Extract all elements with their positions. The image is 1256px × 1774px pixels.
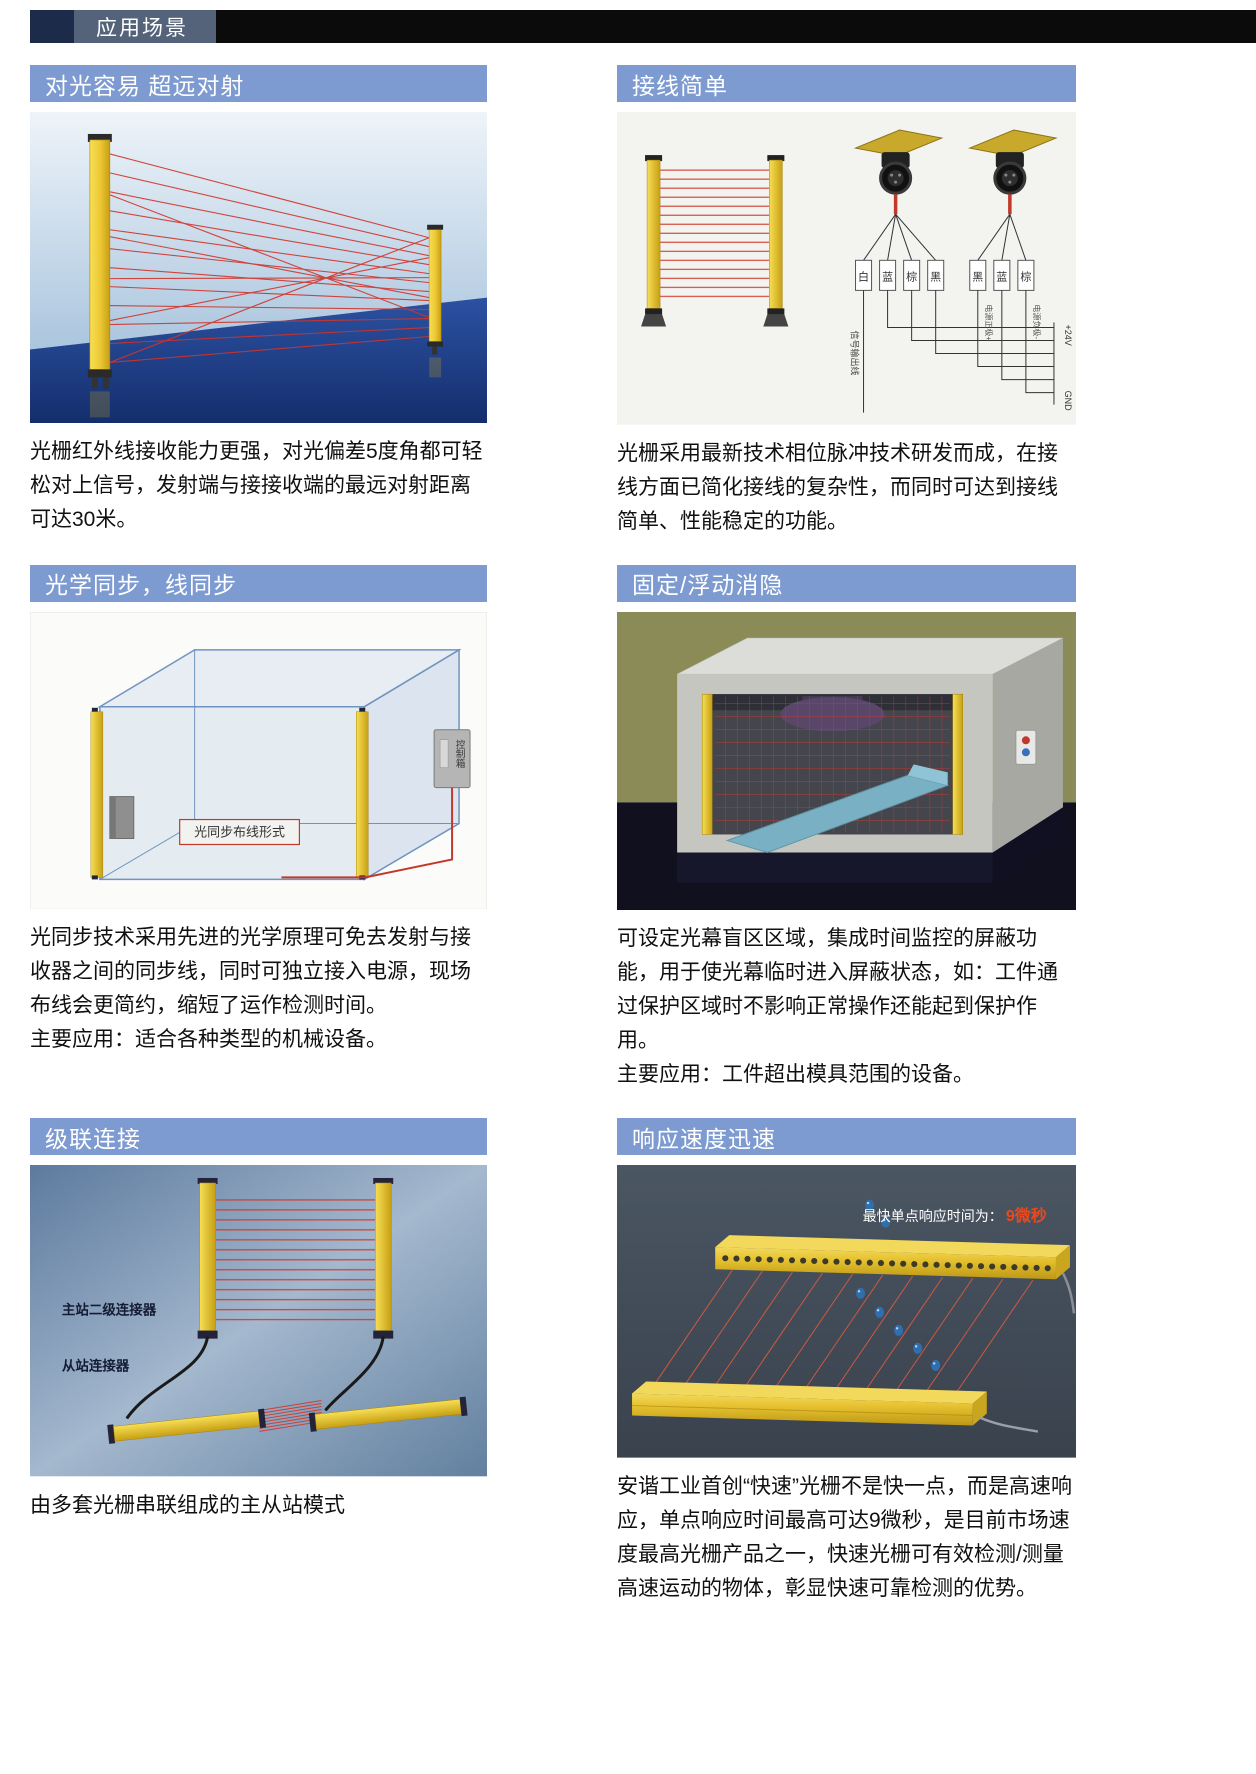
figure-fast-response: 最快单点响应时间为： 9微秒 <box>617 1165 1076 1459</box>
wire-label-black: 黑 <box>930 270 941 283</box>
figure-blanking <box>617 611 1076 911</box>
wire-fan-lines <box>863 213 1027 261</box>
response-beams <box>654 1270 1034 1395</box>
wiring-mode-label: 光同步布线形式 <box>179 818 301 845</box>
master-connector-label: 主站二级连接器 <box>62 1302 157 1318</box>
paragraph: 由多套光栅串联组成的主从站模式 <box>30 1493 345 1517</box>
paragraph: 主要应用：工件超出模具范围的设备。 <box>617 1063 974 1087</box>
curtain-bar-right <box>952 693 963 835</box>
section-fast-response: 响应速度迅速 <box>617 1118 1076 1606</box>
connector-photo-right <box>968 129 1058 215</box>
figure-optical-sync: 光同步布线形式 控制箱 <box>30 611 487 910</box>
signal-output-label: 信号输出线 <box>850 330 861 375</box>
slave-bar-left <box>107 1409 267 1445</box>
receiver-bar-bottom <box>632 1381 1039 1434</box>
wire-label-white: 白 <box>858 269 869 283</box>
rail-gnd-label: GND <box>1063 391 1073 412</box>
header-navy-block <box>30 10 74 43</box>
blanking-illustration <box>617 611 1076 911</box>
power-minus-label: 电源负极- <box>1032 304 1042 339</box>
vertical-pair-beams <box>215 1195 376 1322</box>
wire-label-blue: 蓝 <box>882 270 893 283</box>
section-title-long-range: 对光容易 超远对射 <box>30 65 487 102</box>
section-cascade: 级联连接 <box>30 1118 487 1606</box>
diagram-background <box>30 611 487 910</box>
power-plus-label: 电源正极+ <box>984 304 994 341</box>
response-time-value: 9微秒 <box>1006 1207 1047 1226</box>
water-droplets <box>856 1200 941 1372</box>
wiring-mode-label-text: 光同步布线形式 <box>194 824 285 839</box>
emitter-bar <box>87 133 112 418</box>
section-body-easy-wiring: 光栅采用最新技术相位脉冲技术研发而成，在接线方面已简化接线的复杂性，而同时可达到… <box>617 437 1076 539</box>
section-title-easy-wiring: 接线简单 <box>617 65 1076 102</box>
section-title-optical-sync: 光学同步，线同步 <box>30 564 487 602</box>
section-title-fast-response: 响应速度迅速 <box>617 1118 1076 1156</box>
optical-sync-illustration: 光同步布线形式 控制箱 <box>30 611 487 910</box>
control-box: 控制箱 <box>433 728 471 788</box>
sections-grid: 对光容易 超远对射 <box>30 65 1256 1606</box>
section-long-range: 对光容易 超远对射 <box>30 65 487 539</box>
section-easy-wiring: 接线简单 <box>617 65 1076 539</box>
section-body-optical-sync: 光同步技术采用先进的光学原理可免去发射与接收器之间的同步线，同时可独立接入电源，… <box>30 921 487 1057</box>
control-panel <box>1015 729 1037 765</box>
figure-long-range <box>30 112 487 424</box>
wiring-illustration: 白 蓝 棕 黑 黑 蓝 棕 <box>617 112 1076 425</box>
fast-response-illustration: 最快单点响应时间为： 9微秒 <box>617 1165 1076 1459</box>
wire-bus-lines <box>863 290 1055 413</box>
workpiece <box>725 764 950 853</box>
paragraph: 光栅红外线接收能力更强，对光偏差5度角都可轻松对上信号，发射端与接接收端的最远对… <box>30 440 483 532</box>
receiver-bar <box>427 224 444 378</box>
emitter-bar-top <box>715 1235 1076 1314</box>
section-body-cascade: 由多套光栅串联组成的主从站模式 <box>30 1489 487 1523</box>
sea-floor <box>30 297 487 424</box>
wire-label-brown2: 棕 <box>1020 269 1031 283</box>
section-body-fast-response: 安谐工业首创“快速”光栅不是快一点，而是高速响应，单点响应时间最高可达9微秒，是… <box>617 1470 1076 1606</box>
mini-light-curtain <box>641 155 789 327</box>
control-box-label: 控制箱 <box>454 739 466 769</box>
page: 应用场景 对光容易 超远对射 <box>0 10 1256 1646</box>
paragraph: 光同步技术采用先进的光学原理可免去发射与接收器之间的同步线，同时可独立接入电源，… <box>30 926 471 1018</box>
wire-label-blue2: 蓝 <box>996 270 1007 283</box>
cascade-cable-right <box>324 1336 385 1412</box>
sensor-dot-row <box>722 1255 1051 1272</box>
long-range-illustration <box>30 112 487 424</box>
infrared-beams <box>109 153 430 363</box>
master-bar-right <box>373 1178 394 1340</box>
paragraph: 安谐工业首创“快速”光栅不是快一点，而是高速响应，单点响应时间最高可达9微秒，是… <box>617 1475 1072 1601</box>
paragraph: 光栅采用最新技术相位脉冲技术研发而成，在接线方面已简化接线的复杂性，而同时可达到… <box>617 441 1058 533</box>
paragraph: 主要应用：适合各种类型的机械设备。 <box>30 1028 387 1052</box>
section-title-cascade: 级联连接 <box>30 1118 487 1156</box>
bottom-bar-cable <box>979 1416 1039 1434</box>
connector-photo-left <box>853 129 944 215</box>
cascade-illustration: 主站二级连接器 从站连接器 <box>30 1165 487 1477</box>
sync-red-wire <box>281 787 454 879</box>
page-title: 应用场景 <box>74 10 216 43</box>
rail-24v-label: +24V <box>1063 324 1073 345</box>
section-title-blanking: 固定/浮动消隐 <box>617 564 1076 602</box>
section-body-blanking: 可设定光幕盲区区域，集成时间监控的屏蔽功能，用于使光幕临时进入屏蔽状态，如：工件… <box>617 922 1076 1092</box>
section-blanking: 固定/浮动消隐 <box>617 564 1076 1093</box>
wire-label-boxes: 白 蓝 棕 黑 黑 蓝 棕 <box>855 259 1035 291</box>
wire-label-black2: 黑 <box>972 270 983 283</box>
curtain-bar-left <box>701 693 713 835</box>
figure-cascade: 主站二级连接器 从站连接器 <box>30 1165 487 1477</box>
figure-easy-wiring: 白 蓝 棕 黑 黑 蓝 棕 <box>617 112 1076 425</box>
cascade-cable-left <box>125 1336 210 1420</box>
master-bar-left <box>197 1178 218 1340</box>
section-body-long-range: 光栅红外线接收能力更强，对光偏差5度角都可轻松对上信号，发射端与接接收端的最远对… <box>30 435 487 537</box>
paragraph: 可设定光幕盲区区域，集成时间监控的屏蔽功能，用于使光幕临时进入屏蔽状态，如：工件… <box>617 927 1058 1053</box>
page-header-bar: 应用场景 <box>30 10 1256 43</box>
slave-bar-right <box>308 1397 468 1433</box>
sync-bar-right <box>356 707 369 880</box>
sync-bar-left <box>90 707 104 880</box>
wire-label-brown: 棕 <box>906 269 917 283</box>
small-device-box <box>109 795 135 839</box>
top-bar-cable <box>1061 1273 1076 1314</box>
header-black-bar <box>216 10 1256 43</box>
slave-connector-label: 从站连接器 <box>62 1358 130 1374</box>
section-optical-sync: 光学同步，线同步 <box>30 564 487 1093</box>
response-time-label: 最快单点响应时间为： <box>863 1209 1003 1225</box>
